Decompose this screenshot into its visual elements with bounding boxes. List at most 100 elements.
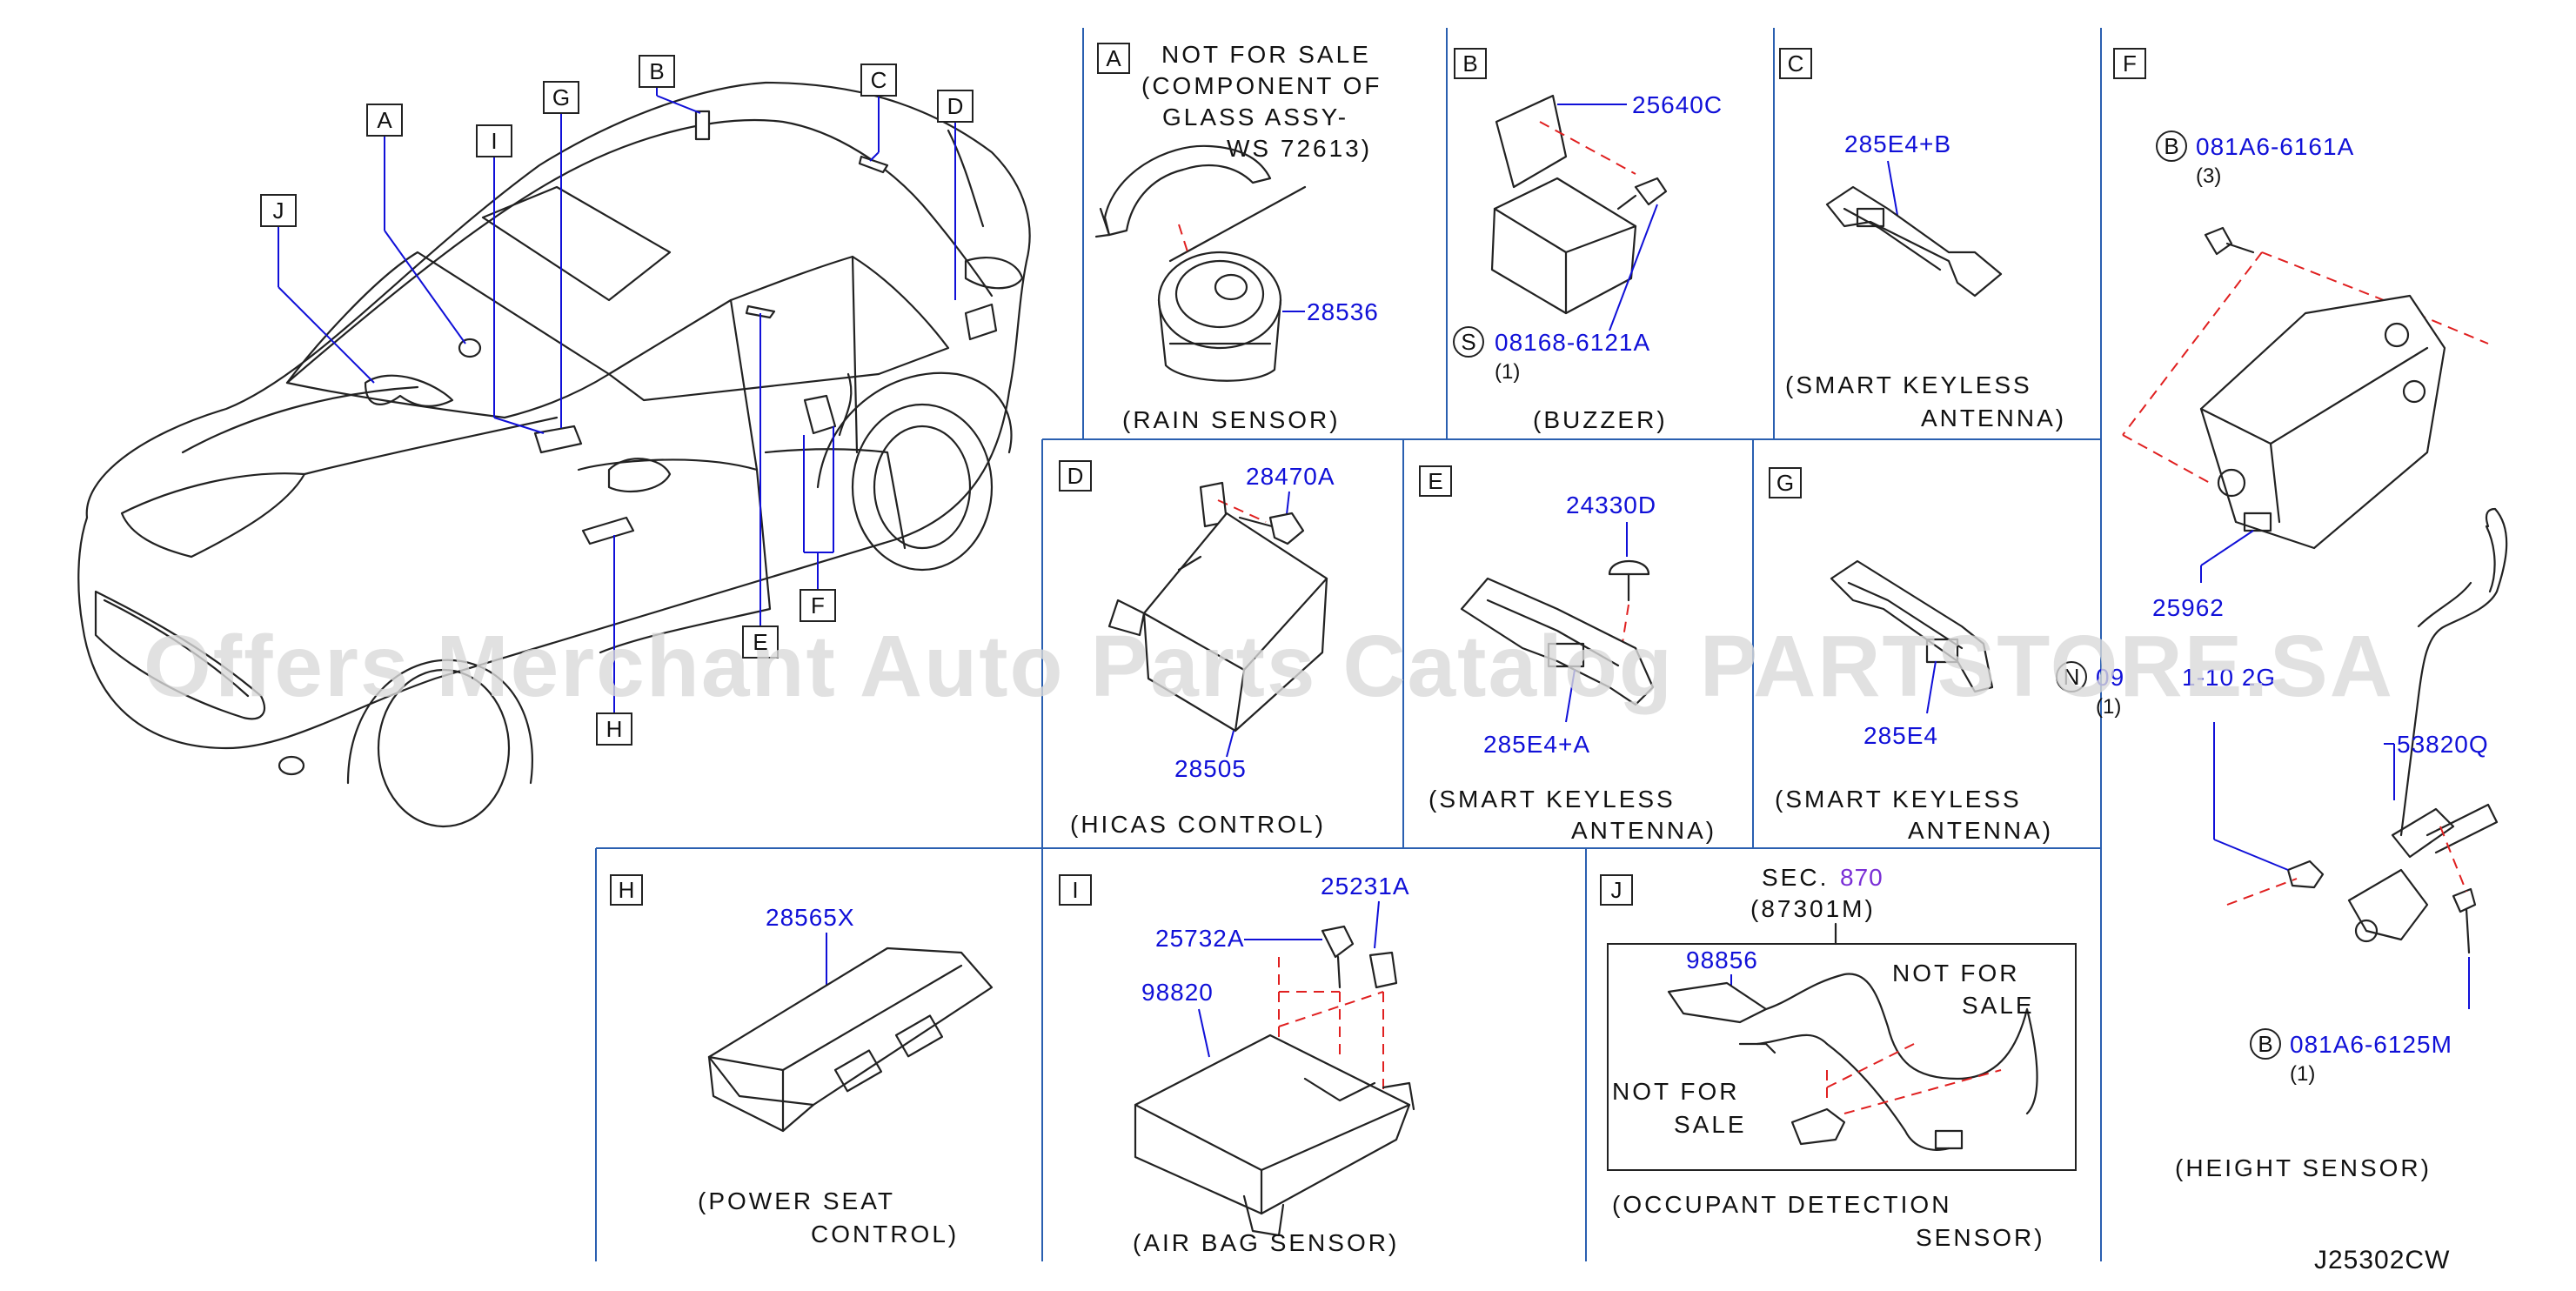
callout-j: J — [273, 197, 284, 224]
callout-c: C — [871, 67, 887, 93]
panel-e-antenna: E 24330D 285E4+A (SMART KEYLESS ANTENNA) — [1419, 465, 1716, 844]
panel-j-occupant-sensor: J SEC. 870 (87301M) 98856 NOT FOR SALE N… — [1600, 864, 2077, 1251]
hicas-bolt — [1238, 512, 1305, 545]
panel-i-part-1: 25231A — [1321, 873, 1410, 900]
panel-i-airbag: I 25231A 25732A 98820 (AIR BAG SENSOR) — [1059, 873, 1415, 1256]
antenna-g-body — [1830, 559, 1994, 693]
hicas-module — [1107, 481, 1328, 732]
buzzer-module — [1490, 94, 1637, 315]
panel-j-frame — [1607, 943, 2077, 1171]
panel-a-letter: A — [1106, 45, 1121, 71]
panel-i-part-2: 25732A — [1155, 925, 1245, 952]
diagram-code: J25302CW — [2314, 1246, 2450, 1274]
panel-j-sec-label: SEC. — [1762, 864, 1829, 891]
panel-f-b1-prefix: B — [2164, 133, 2178, 159]
panel-c-part: 285E4+B — [1844, 130, 1951, 157]
panel-j-sec-num: 870 — [1840, 864, 1883, 891]
panel-g-caption-1: (SMART KEYLESS — [1775, 786, 2022, 813]
clip-e — [1608, 559, 1650, 602]
panel-e-caption-1: (SMART KEYLESS — [1429, 786, 1676, 813]
car-callout-boxes: A B C D E F G H I J — [260, 55, 974, 746]
panel-e-letter: E — [1428, 468, 1442, 494]
callout-h: H — [606, 716, 623, 742]
panel-j-sec-ref: (87301M) — [1750, 895, 1876, 922]
airbag-sensor-unit — [1134, 1033, 1415, 1237]
antenna-e-body — [1460, 577, 1655, 706]
panel-f-letter: F — [2123, 50, 2137, 77]
panel-f-n-qty: (1) — [2096, 695, 2121, 719]
car-drawing — [77, 81, 1031, 828]
panel-e-caption-2: ANTENNA) — [1571, 817, 1716, 844]
panel-j-note-b-1: NOT FOR — [1612, 1078, 1739, 1105]
panel-j-caption-1: (OCCUPANT DETECTION — [1612, 1191, 1951, 1218]
panel-f-b2-qty: (1) — [2290, 1062, 2315, 1086]
panel-d-caption: (HICAS CONTROL) — [1070, 811, 1326, 838]
panel-j-letter: J — [1611, 877, 1623, 903]
airbag-bolts — [1321, 925, 1398, 989]
panel-f-b1: 081A6-6161A — [2196, 133, 2354, 160]
panel-h-power-seat: H 28565X (POWER SEAT CONTROL) — [610, 874, 994, 1248]
panel-f-part-1: 25962 — [2152, 594, 2225, 621]
panel-f-n-prefix: N — [2064, 664, 2080, 690]
panel-i-part-3: 98820 — [1141, 979, 1214, 1006]
car-components — [364, 110, 998, 545]
panel-c-caption-2: ANTENNA) — [1921, 405, 2066, 431]
panel-a-note-1: NOT FOR SALE — [1161, 41, 1371, 68]
height-sensor-ecu — [2199, 294, 2446, 550]
panel-f-b2-prefix: B — [2258, 1031, 2272, 1057]
watermark: Offers Merchant Auto Parts Catalog PARTS… — [144, 618, 2394, 715]
height-sensor-rod — [2399, 507, 2508, 837]
vehicle-overview: A B C D E F G H I J — [77, 55, 1031, 828]
panel-f-b2: 081A6-6125M — [2290, 1031, 2452, 1058]
panel-a-leader — [1168, 185, 1307, 263]
panel-b-bolt-prefix: S — [1461, 329, 1475, 355]
panel-d-part-1: 28470A — [1246, 463, 1335, 490]
panel-b-bolt: 08168-6121A — [1495, 329, 1650, 356]
callout-d: D — [947, 93, 964, 119]
panel-c-caption-1: (SMART KEYLESS — [1785, 371, 2032, 398]
panel-j-note-a-1: NOT FOR — [1892, 960, 2019, 987]
panel-a-note-3: GLASS ASSY- — [1162, 104, 1348, 130]
panel-separators — [595, 28, 2102, 1261]
power-seat-module — [707, 947, 994, 1133]
height-sensor-link — [2347, 803, 2499, 943]
panel-b-part: 25640C — [1632, 91, 1723, 118]
rain-sensor-body — [1157, 251, 1282, 382]
callout-e: E — [753, 629, 767, 655]
antenna-c-body — [1825, 185, 2003, 298]
panel-g-caption-2: ANTENNA) — [1908, 817, 2053, 844]
callout-g: G — [552, 84, 570, 110]
panel-a-rain-sensor: A NOT FOR SALE (COMPONENT OF GLASS ASSY-… — [1094, 41, 1382, 433]
panel-f-height-sensor: F B 081A6-6161A (3) 25962 — [2056, 48, 2508, 1181]
panel-f-n-part: 09 — [2096, 664, 2124, 691]
occupant-sensor-harness — [1667, 973, 2038, 1151]
panel-e-part-1: 24330D — [1566, 492, 1656, 518]
panel-c-letter: C — [1788, 50, 1804, 77]
panel-b-buzzer: B 25640C S 08168-6121A (1) (BUZZER) — [1453, 48, 1723, 433]
panel-g-part: 285E4 — [1863, 722, 1938, 749]
panel-d-part-2: 28505 — [1174, 755, 1247, 782]
panel-c-antenna: C 285E4+B (SMART KEYLESS ANTENNA) — [1779, 48, 2066, 431]
callout-i: I — [491, 128, 497, 154]
panel-j-caption-2: SENSOR) — [1916, 1224, 2045, 1251]
panel-a-caption: (RAIN SENSOR) — [1122, 406, 1341, 433]
panel-e-part-2: 285E4+A — [1483, 731, 1590, 758]
panel-d-hicas: D 28470A 28505 (HICAS CONTROL) — [1059, 460, 1335, 838]
panel-a-note-2: (COMPONENT OF — [1141, 72, 1382, 99]
panel-f-part-2: 53820Q — [2397, 731, 2489, 758]
panel-h-letter: H — [619, 877, 635, 903]
height-sensor-bolt-bottom — [2452, 887, 2477, 954]
occupant-dash — [1826, 1043, 2002, 1114]
panel-b-caption: (BUZZER) — [1533, 406, 1668, 433]
panel-h-caption-2: CONTROL) — [811, 1221, 959, 1248]
height-sensor-bolt-top — [2204, 226, 2255, 256]
buzzer-bolt — [1616, 177, 1668, 211]
panel-b-letter: B — [1462, 50, 1477, 77]
height-sensor-nut — [2286, 860, 2325, 889]
callout-a: A — [377, 107, 392, 133]
panel-f-caption: (HEIGHT SENSOR) — [2175, 1154, 2432, 1181]
panel-g-antenna: G 285E4 (SMART KEYLESS ANTENNA) — [1769, 467, 2053, 844]
panel-h-caption-1: (POWER SEAT — [698, 1187, 895, 1214]
